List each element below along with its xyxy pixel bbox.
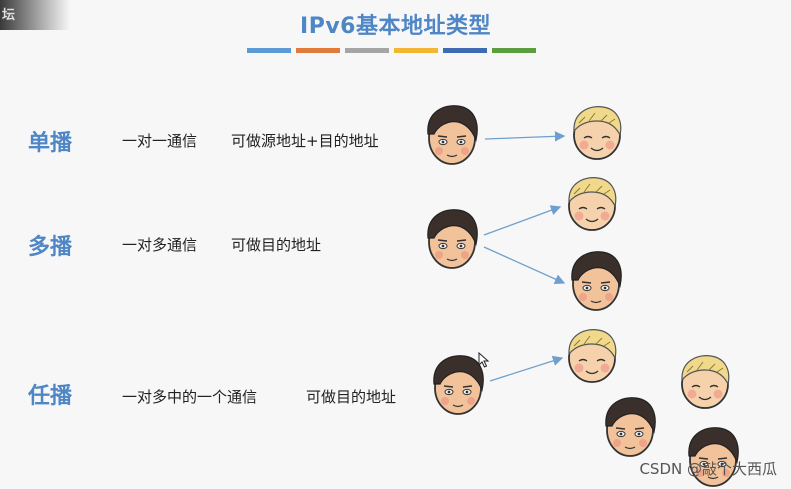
label-anycast: 任播 xyxy=(28,384,73,409)
desc-multicast-addr: 可做目的地址 xyxy=(231,236,322,254)
stripe-gray xyxy=(345,48,389,53)
slide-title: IPv6基本地址类型 xyxy=(300,14,491,39)
anycast-receiver-face xyxy=(568,328,617,383)
unicast-arrow xyxy=(484,131,566,142)
desc-anycast-addr: 可做目的地址 xyxy=(306,388,397,406)
stripe-yellow xyxy=(394,48,438,53)
unicast-receiver-face xyxy=(573,105,622,160)
multicast-arrow-2 xyxy=(483,246,566,285)
stripe-blue xyxy=(247,48,291,53)
desc-unicast-comm: 一对一通信 xyxy=(122,132,198,150)
anycast-group-face-2 xyxy=(604,396,657,457)
stripe-green xyxy=(492,48,536,53)
desc-anycast-comm: 一对多中的一个通信 xyxy=(122,388,258,406)
desc-unicast-addr: 可做源地址+目的地址 xyxy=(231,132,379,150)
corner-overlay-text: 坛 xyxy=(2,8,16,23)
multicast-receiver-face-2 xyxy=(570,250,623,311)
anycast-sender-face xyxy=(432,354,485,415)
unicast-sender-face xyxy=(426,104,479,165)
multicast-sender-face xyxy=(426,208,479,269)
stripe-navy xyxy=(443,48,487,53)
label-multicast: 多播 xyxy=(28,235,73,260)
multicast-receiver-face-1 xyxy=(568,176,617,231)
multicast-arrow-1 xyxy=(483,205,562,236)
video-corner-overlay: 坛 xyxy=(0,0,70,30)
label-unicast: 单播 xyxy=(28,131,73,156)
csdn-watermark: CSDN @敲个大西瓜 xyxy=(639,460,777,478)
anycast-arrow xyxy=(489,355,564,382)
anycast-group-face-1 xyxy=(681,354,730,409)
stripe-orange xyxy=(296,48,340,53)
mouse-cursor-icon xyxy=(478,352,490,368)
desc-multicast-comm: 一对多通信 xyxy=(122,236,198,254)
